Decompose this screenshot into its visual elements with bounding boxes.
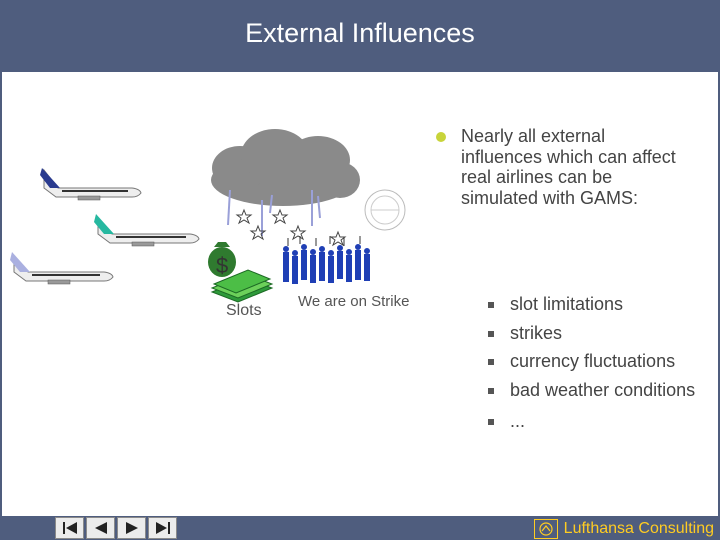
currency-symbol: $ xyxy=(216,253,229,278)
frame-left xyxy=(0,72,2,516)
square-bullet-icon xyxy=(488,419,494,425)
frame-right xyxy=(718,72,720,516)
airplane-teal-icon xyxy=(94,214,200,247)
first-slide-button[interactable] xyxy=(55,517,84,539)
list-item: currency fluctuations xyxy=(488,350,708,374)
airplane-blue-icon xyxy=(40,168,142,201)
brand: Lufthansa Consulting xyxy=(533,519,714,539)
slots-label: Slots xyxy=(226,302,262,319)
last-slide-icon xyxy=(155,522,170,534)
strikers-crowd-icon xyxy=(283,244,370,284)
seal-icon xyxy=(364,189,406,231)
list-item: bad weather conditions xyxy=(488,379,708,403)
money-bag-icon xyxy=(208,242,236,277)
last-slide-button[interactable] xyxy=(148,517,177,539)
first-slide-icon xyxy=(62,522,77,534)
star-icons xyxy=(235,208,347,247)
sub-bullet-list: slot limitations strikes currency fluctu… xyxy=(488,293,708,434)
slide-title: External Influences xyxy=(245,18,475,48)
list-item: ... xyxy=(488,410,708,434)
next-slide-button[interactable] xyxy=(117,517,146,539)
slide-navigation xyxy=(55,517,177,539)
square-bullet-icon xyxy=(488,359,494,365)
bullet-dot-icon xyxy=(436,132,446,142)
strike-label: We are on Strike xyxy=(298,293,410,310)
list-item: strikes xyxy=(488,322,708,346)
airplane-lavender-icon xyxy=(10,252,114,285)
brand-name: Lufthansa Consulting xyxy=(563,520,714,537)
square-bullet-icon xyxy=(488,387,494,394)
square-bullet-icon xyxy=(488,302,494,308)
previous-slide-button[interactable] xyxy=(86,517,115,539)
list-item: slot limitations xyxy=(488,293,708,317)
storm-cloud-icon xyxy=(211,129,360,236)
cash-stack-icon xyxy=(210,269,274,303)
main-bullet-text: Nearly all external influences which can… xyxy=(461,126,676,208)
title-bar: External Influences xyxy=(0,0,720,72)
strike-signs-icon xyxy=(287,236,361,246)
next-slide-icon xyxy=(125,522,138,534)
previous-slide-icon xyxy=(94,522,107,534)
square-bullet-icon xyxy=(488,330,494,337)
crane-logo-icon xyxy=(533,519,558,539)
illustration xyxy=(10,129,406,303)
